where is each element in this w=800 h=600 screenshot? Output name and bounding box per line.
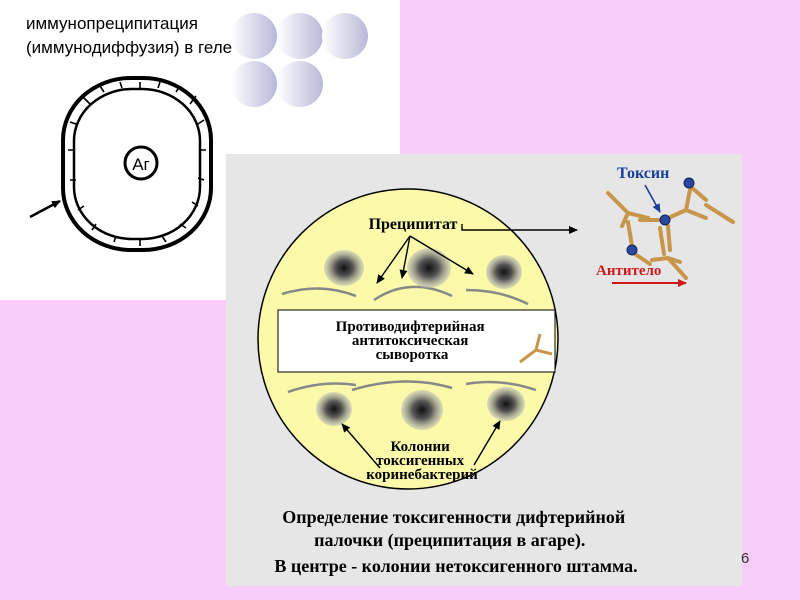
colony xyxy=(401,390,443,430)
precipitation-line xyxy=(373,285,453,302)
decorative-circles xyxy=(231,13,368,107)
precipitate-arrow xyxy=(399,235,411,279)
slide-title: иммунопреципитация (иммунодиффузия) в ге… xyxy=(26,12,232,60)
toxin-molecules xyxy=(626,177,695,256)
serum-label: Противодифтерийная антитоксическая сывор… xyxy=(336,319,489,363)
precipitation-line xyxy=(465,380,537,392)
precipitate-label: Преципитат xyxy=(369,216,458,233)
gel-well-inner xyxy=(72,87,202,241)
colonies-arrow xyxy=(473,420,501,466)
precipitate-arrows xyxy=(376,224,578,284)
figure-caption: Определение токсигенности дифтерийной па… xyxy=(274,507,637,576)
decor-circle xyxy=(231,13,277,59)
antibody-icon xyxy=(519,333,553,364)
gel-well-outer xyxy=(61,76,213,252)
page-number: 6 xyxy=(741,550,750,567)
slide-title-line: (иммунодиффузия) в геле xyxy=(26,38,233,57)
decor-circle xyxy=(231,61,277,107)
precipitate-arrow xyxy=(409,235,474,275)
precipitate-to-inset-arrow xyxy=(461,224,578,234)
precipitate-arrow xyxy=(376,235,411,284)
colony xyxy=(487,387,525,421)
colony xyxy=(316,392,352,426)
pointer-arrow xyxy=(29,199,61,219)
antibody-label: Антитело xyxy=(596,263,661,279)
precipitation-line xyxy=(351,380,453,392)
slide-title-line: иммунопреципитация xyxy=(26,14,198,33)
colony xyxy=(407,248,451,288)
colonies-arrow xyxy=(341,423,381,469)
colonies xyxy=(316,248,525,430)
precipitation-line xyxy=(465,288,529,306)
antigen-well xyxy=(123,145,159,181)
decor-circle xyxy=(322,13,368,59)
colony xyxy=(486,255,522,289)
precipitation-line xyxy=(287,382,357,394)
antigen-label: Аг xyxy=(132,155,150,174)
precipitation-line xyxy=(281,287,357,298)
gel-well-diagram: Аг xyxy=(29,76,213,252)
gel-hatching xyxy=(68,81,206,246)
serum-well xyxy=(277,309,556,373)
toxin-label: Токсин xyxy=(617,165,669,182)
colonies-label: Колонии токсигенных коринебактерий xyxy=(366,439,478,483)
decor-circle xyxy=(277,61,323,107)
precipitation-lines xyxy=(281,285,537,394)
toxin-arrow xyxy=(644,184,661,213)
lattice-inset xyxy=(606,177,735,280)
colony xyxy=(324,250,364,286)
decor-circle xyxy=(277,13,323,59)
